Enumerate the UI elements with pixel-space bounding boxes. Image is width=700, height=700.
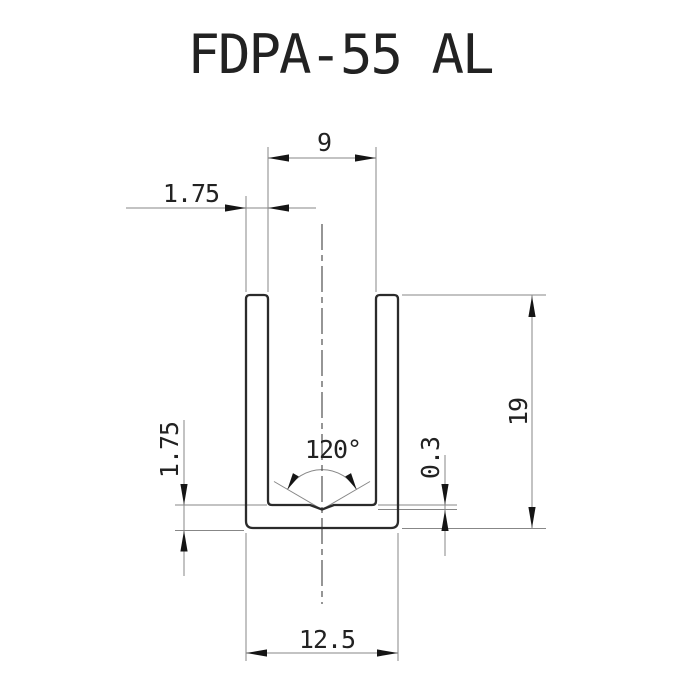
dim-label-groove-angle: 120°	[305, 435, 361, 464]
dim-label-outer-width: 12.5	[299, 625, 355, 654]
profile-outline	[244, 293, 400, 530]
dim-label-wall-thickness: 1.75	[163, 179, 219, 208]
dimension-lines	[126, 147, 546, 661]
dimension-arrows	[180, 154, 536, 657]
angle-leg-right	[321, 481, 371, 510]
dimension-labels: 9 1.75 120° 0.3 19 1.75 12.5	[155, 128, 533, 654]
dim-label-height: 19	[504, 398, 533, 426]
angle-leg-left	[273, 481, 323, 510]
dim-label-inner-width: 9	[317, 128, 331, 157]
drawing-title: FDPA-55 AL	[187, 23, 493, 86]
dim-label-notch-depth: 0.3	[416, 437, 445, 479]
dim-label-floor-thickness: 1.75	[155, 422, 184, 478]
